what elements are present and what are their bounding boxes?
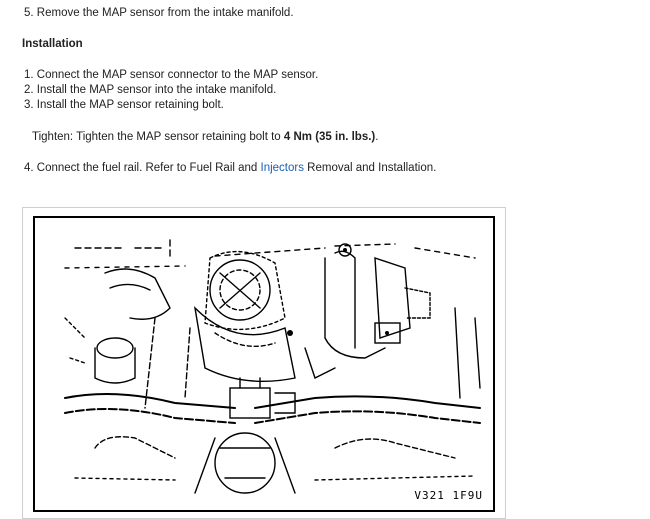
tighten-spec: Tighten: Tighten the MAP sensor retainin… [32, 130, 378, 144]
engine-diagram: V321 1F9U [33, 216, 495, 512]
tighten-prefix: Tighten: Tighten the MAP sensor retainin… [32, 131, 284, 143]
install-step-4: 4. Connect the fuel rail. Refer to Fuel … [24, 161, 436, 175]
figure-frame: V321 1F9U [22, 207, 506, 519]
installation-heading: Installation [22, 38, 83, 50]
torque-value: 4 Nm (35 in. lbs.) [283, 131, 376, 143]
injectors-link[interactable]: Injectors [260, 162, 304, 174]
tighten-suffix: . [375, 131, 379, 143]
install-step-3: 3. Install the MAP sensor retaining bolt… [24, 99, 224, 111]
step4-suffix: Removal and Installation. [303, 162, 437, 174]
install-step-2: 2. Install the MAP sensor into the intak… [24, 84, 277, 96]
step4-prefix: 4. Connect the fuel rail. Refer to Fuel … [24, 162, 261, 174]
figure-code: V321 1F9U [414, 489, 483, 502]
engine-line-drawing [64, 239, 481, 494]
removal-step-5: 5. Remove the MAP sensor from the intake… [24, 7, 294, 19]
install-step-1: 1. Connect the MAP sensor connector to t… [24, 69, 319, 81]
